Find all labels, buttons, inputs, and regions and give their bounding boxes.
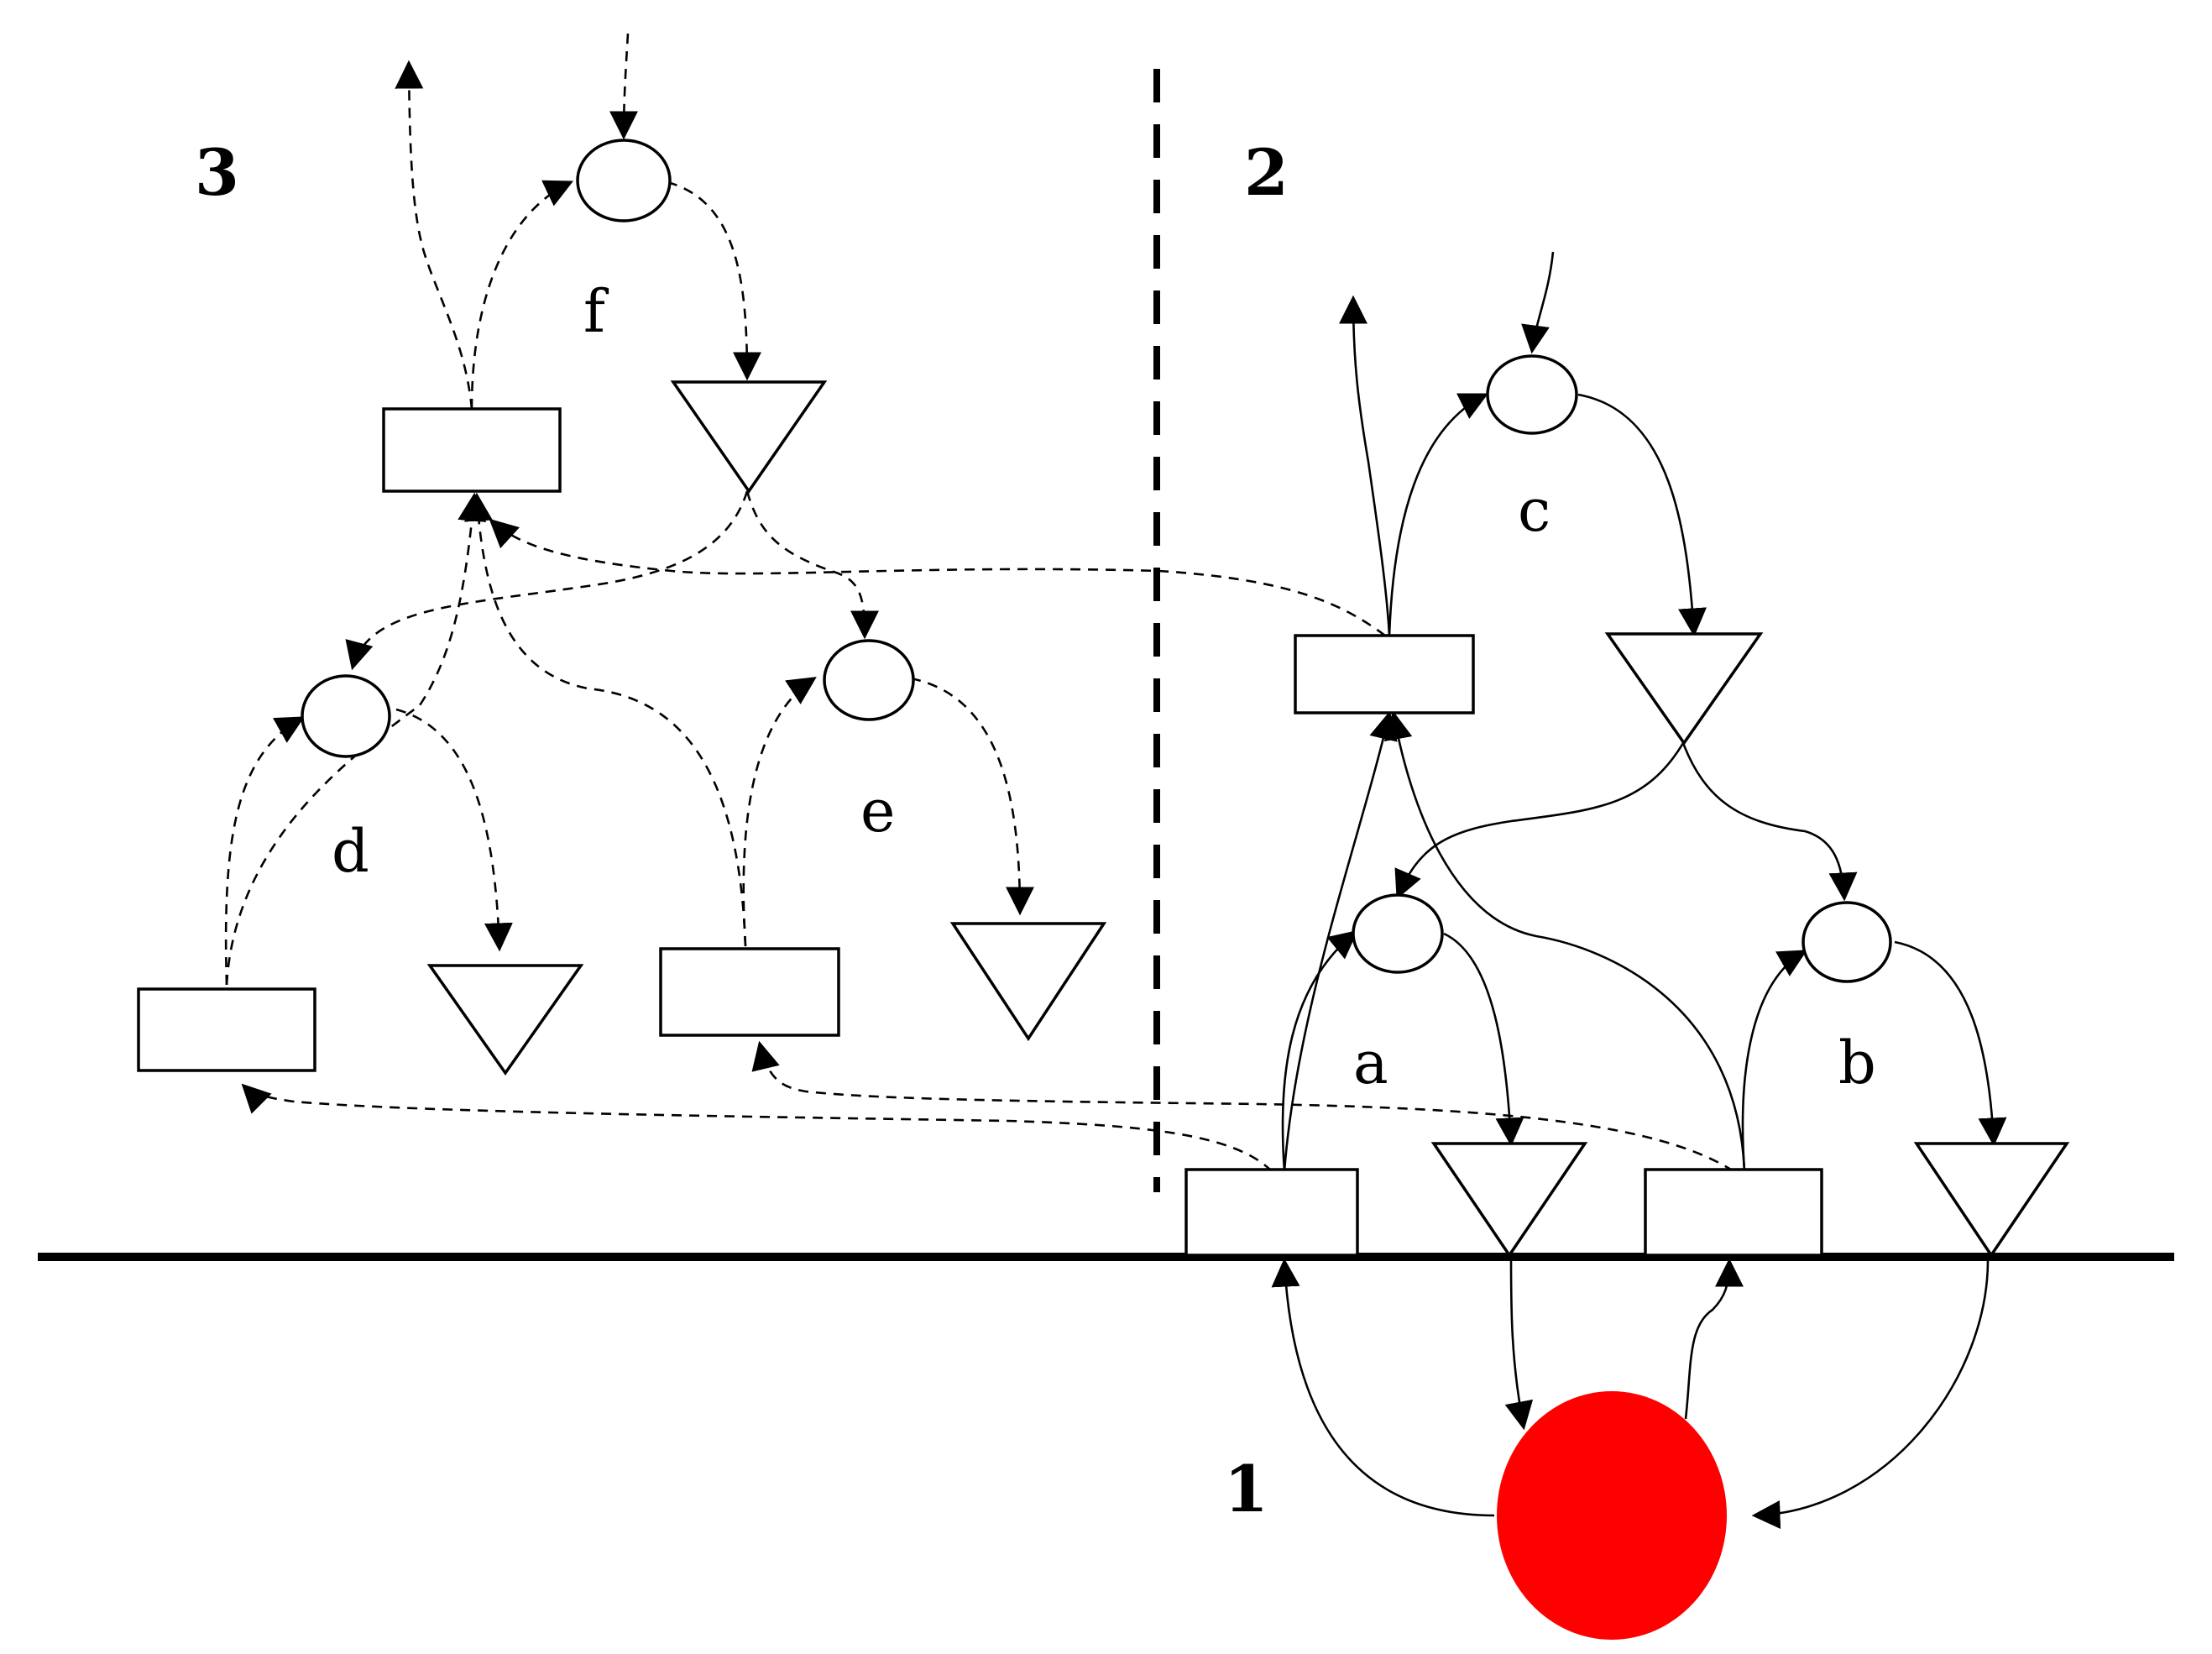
connector-a-circle-to-triangle: [1443, 932, 1524, 1147]
module-d-circle: [301, 674, 391, 758]
connector-source-to-b-rect: [1684, 1258, 1744, 1420]
module-a-rectangle: [1184, 1168, 1359, 1257]
connector-c-rect-to-circle: [1388, 393, 1489, 636]
region-label-2: 2: [1244, 135, 1289, 210]
connector-c-incoming: [1521, 251, 1555, 354]
module-label-a: a: [1353, 1029, 1388, 1097]
module-a-triangle: [1430, 1142, 1588, 1259]
module-d-triangle: [426, 964, 584, 1076]
module-c-circle: [1486, 354, 1578, 435]
connector-c-rect-to-f-rect: [489, 518, 1386, 637]
connector-e-rect-to-circle: [742, 677, 817, 947]
connector-d-rect-to-f-rect: [225, 492, 487, 986]
connector-c-circle-to-triangle: [1577, 393, 1707, 637]
module-f-circle: [576, 139, 672, 222]
connector-d-circle-to-triangle: [395, 708, 513, 952]
connector-d-rect-to-circle: [224, 716, 305, 986]
connector-b-rect-to-e-rect: [751, 1040, 1734, 1173]
connector-a-rect-to-c-rect: [1283, 710, 1398, 1172]
module-f-triangle: [670, 380, 828, 495]
region-label-3: 3: [195, 135, 239, 210]
connector-f-outgoing: [395, 60, 473, 410]
connector-b-rect-to-circle: [1741, 950, 1807, 1172]
module-label-d: d: [332, 817, 369, 886]
connector-b-rect-to-c-rect: [1383, 710, 1746, 1172]
connector-f-rect-to-circle: [470, 180, 574, 410]
module-c-triangle: [1604, 632, 1764, 746]
module-f-rectangle: [382, 407, 562, 493]
connector-a-rect-to-circle: [1281, 929, 1358, 1172]
module-label-b: b: [1838, 1029, 1876, 1097]
connector-e-rect-to-f-rect: [463, 492, 747, 947]
connector-b-triangle-to-source: [1751, 1256, 1990, 1530]
connector-f-triangle-to-e-circle: [745, 490, 879, 640]
region-label-1: 1: [1224, 1452, 1268, 1526]
module-b-rectangle: [1644, 1168, 1823, 1257]
connector-b-circle-to-triangle: [1894, 940, 2007, 1147]
connector-f-incoming: [609, 33, 639, 140]
module-label-c: c: [1518, 476, 1550, 545]
connector-c-triangle-to-b-circle: [1681, 742, 1858, 902]
connector-a-rect-to-d-rect: [241, 1083, 1273, 1172]
module-e-triangle: [949, 922, 1107, 1042]
module-e-rectangle: [659, 947, 840, 1037]
module-a-circle: [1352, 893, 1444, 974]
source-node: [1497, 1391, 1727, 1640]
module-b-triangle: [1913, 1142, 2070, 1259]
connector-e-circle-to-triangle: [910, 677, 1034, 916]
module-c-rectangle: [1294, 634, 1475, 714]
connector-c-outgoing: [1339, 295, 1391, 636]
module-label-e: e: [860, 777, 895, 845]
module-b-circle: [1801, 901, 1892, 983]
connector-c-triangle-to-a-circle: [1394, 742, 1685, 900]
module-d-rectangle: [137, 987, 316, 1072]
connector-f-circle-to-triangle: [667, 181, 761, 381]
connector-a-triangle-to-source: [1504, 1256, 1534, 1431]
module-e-circle: [823, 639, 915, 721]
module-label-f: f: [583, 277, 609, 346]
connector-source-to-a-rect: [1271, 1258, 1495, 1517]
connector-f-triangle-to-d-circle: [345, 490, 749, 671]
